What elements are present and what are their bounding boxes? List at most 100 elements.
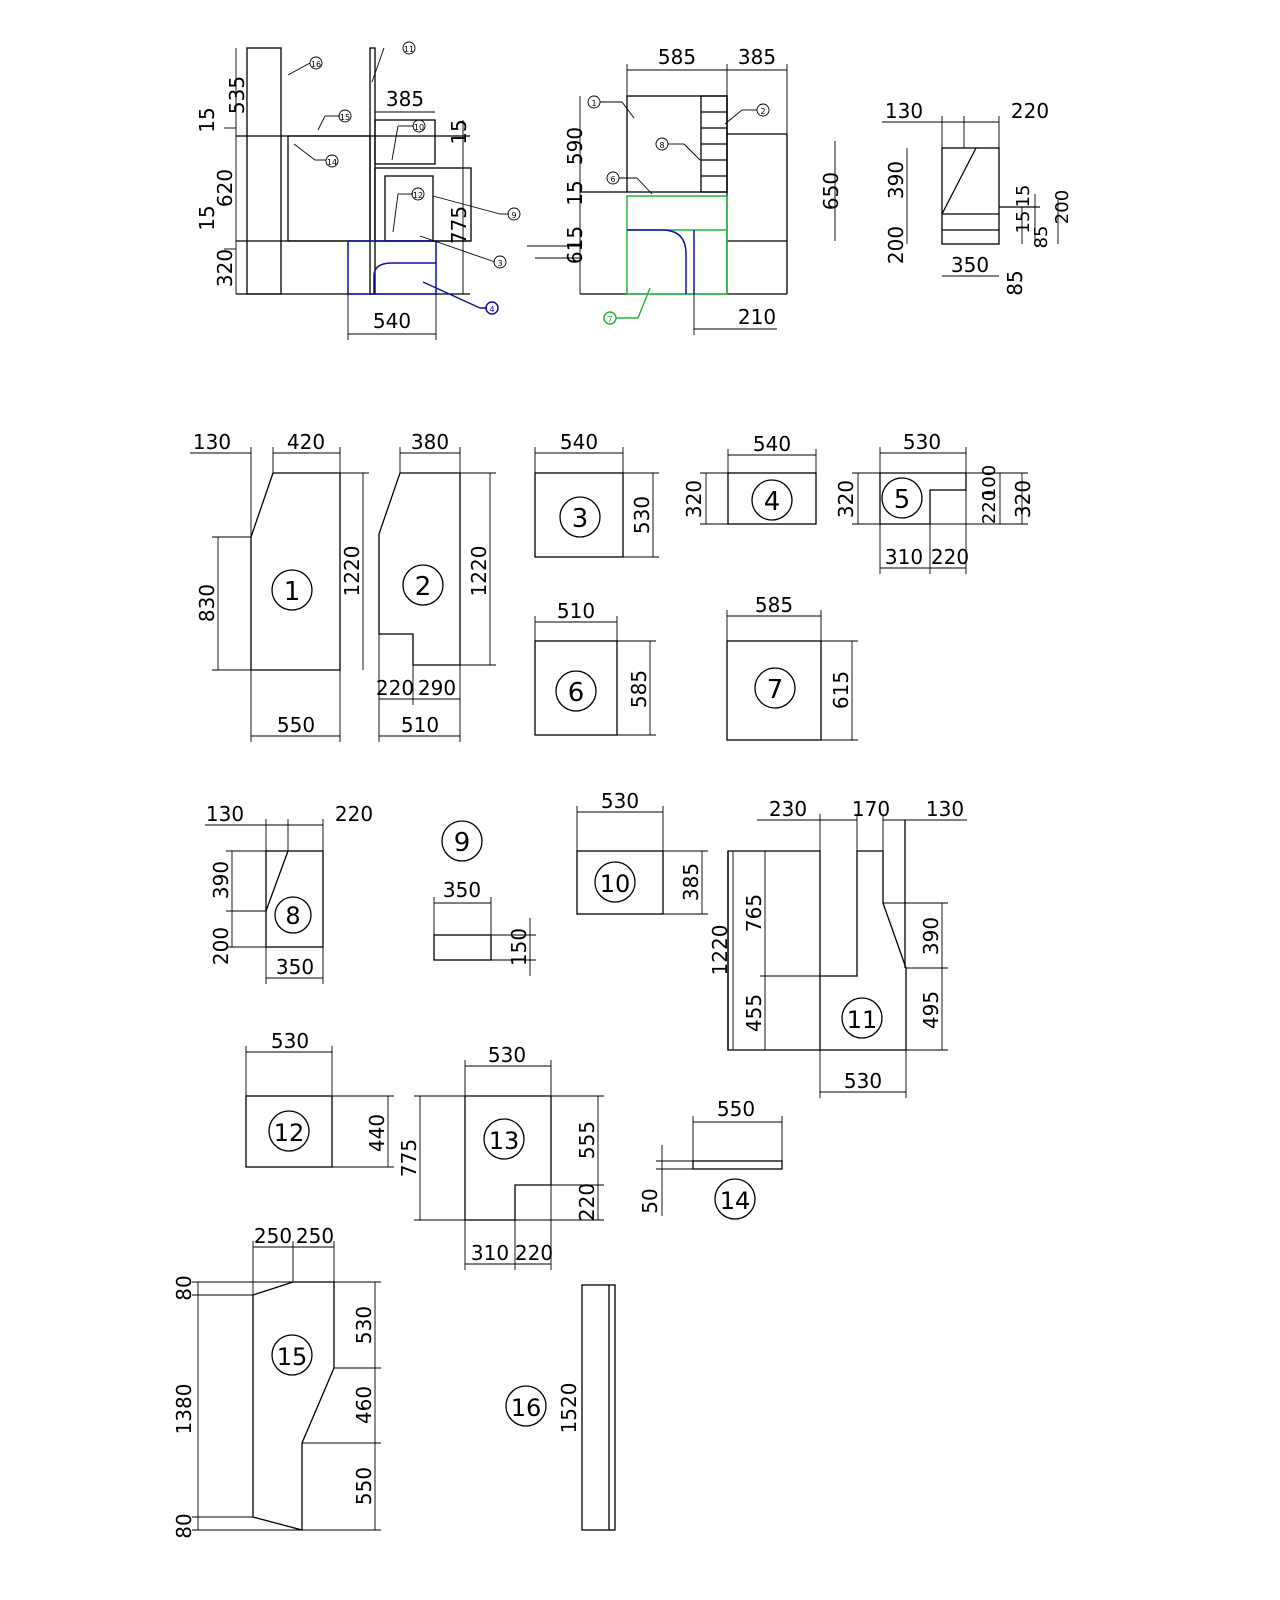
part-11-label: 11 [847, 1006, 878, 1034]
svg-text:1220: 1220 [340, 546, 364, 597]
part-6-label: 6 [568, 678, 585, 708]
dim-tm-210: 210 [738, 305, 776, 329]
part-5-label: 5 [894, 485, 911, 515]
dim-tm-585: 585 [658, 45, 696, 69]
svg-text:510: 510 [401, 713, 439, 737]
part-10-label: 10 [600, 870, 631, 898]
dim-tl-620: 620 [213, 169, 237, 207]
dim-tl-15b: 15 [195, 205, 219, 230]
svg-text:830: 830 [195, 584, 219, 622]
dim-tr-15a: 15 [1013, 185, 1034, 208]
svg-text:310: 310 [885, 545, 923, 569]
svg-text:310: 310 [471, 1241, 509, 1265]
dim-tr-200b: 200 [1052, 190, 1073, 224]
part-16: 16 1520 [505, 1284, 616, 1531]
svg-text:530: 530 [488, 1043, 526, 1067]
svg-text:775: 775 [397, 1139, 421, 1177]
svg-text:1520: 1520 [557, 1383, 581, 1434]
svg-text:7: 7 [607, 315, 612, 324]
svg-text:220: 220 [335, 802, 373, 826]
dim-tm-615: 615 [563, 226, 587, 264]
dim-tm-385: 385 [738, 45, 776, 69]
part-4: 4 540 320 [682, 432, 817, 525]
svg-text:350: 350 [276, 955, 314, 979]
svg-text:1: 1 [591, 99, 596, 108]
dim-tl-15c: 15 [447, 119, 471, 144]
svg-text:530: 530 [352, 1306, 376, 1344]
svg-text:80: 80 [172, 1275, 196, 1300]
svg-text:550: 550 [717, 1097, 755, 1121]
part-4-label: 4 [764, 487, 781, 517]
part-1-label: 1 [284, 577, 301, 607]
svg-text:390: 390 [919, 917, 943, 955]
svg-text:765: 765 [742, 894, 766, 932]
svg-text:290: 290 [418, 676, 456, 700]
svg-text:390: 390 [209, 861, 233, 899]
part-7-label: 7 [767, 675, 784, 705]
svg-text:2: 2 [760, 107, 765, 116]
dim-tl-15a: 15 [195, 107, 219, 132]
svg-text:15: 15 [340, 113, 350, 122]
svg-text:1220: 1220 [708, 925, 732, 976]
svg-text:80: 80 [172, 1513, 196, 1538]
part-1: 1 130 420 830 1220 550 [190, 430, 369, 742]
part-14: 14 550 50 [638, 1097, 783, 1220]
svg-text:150: 150 [507, 928, 531, 966]
svg-text:220: 220 [376, 676, 414, 700]
svg-text:14: 14 [327, 158, 337, 167]
svg-text:9: 9 [511, 211, 516, 220]
svg-text:530: 530 [630, 496, 654, 534]
dim-tr-390: 390 [884, 161, 908, 199]
dim-tm-590: 590 [563, 127, 587, 165]
dim-tr-130: 130 [885, 99, 923, 123]
dim-tr-85a: 85 [1003, 270, 1027, 295]
svg-text:380: 380 [411, 430, 449, 454]
svg-text:230: 230 [769, 797, 807, 821]
svg-text:130: 130 [926, 797, 964, 821]
svg-text:530: 530 [844, 1069, 882, 1093]
part-11: 11 230 170 130 1220 765 455 390 495 530 [708, 797, 967, 1098]
part-3: 3 540 530 [534, 430, 659, 558]
svg-text:540: 540 [753, 432, 791, 456]
svg-text:550: 550 [352, 1467, 376, 1505]
svg-text:530: 530 [271, 1029, 309, 1053]
dim-tl-775: 775 [447, 206, 471, 244]
svg-text:170: 170 [852, 797, 890, 821]
svg-text:8: 8 [659, 141, 664, 150]
dim-tr-85b: 85 [1031, 226, 1052, 249]
dim-tr-220: 220 [1011, 99, 1049, 123]
part-12: 12 530 440 [245, 1029, 394, 1168]
svg-text:320: 320 [682, 480, 706, 518]
svg-text:250: 250 [296, 1224, 334, 1248]
dim-tr-200: 200 [884, 226, 908, 264]
svg-text:385: 385 [679, 863, 703, 901]
dim-tl-320: 320 [213, 249, 237, 287]
part-7: 7 585 615 [726, 593, 858, 741]
svg-text:440: 440 [365, 1114, 389, 1152]
part-13: 13 530 775 555 220 310 220 [397, 1043, 604, 1270]
svg-text:555: 555 [575, 1121, 599, 1159]
part-15: 15 250 250 80 1380 530 460 550 80 [172, 1224, 381, 1539]
part-16-label: 16 [511, 1394, 542, 1422]
dim-tm-15: 15 [563, 180, 587, 205]
svg-text:130: 130 [193, 430, 231, 454]
svg-text:350: 350 [443, 878, 481, 902]
part-15-label: 15 [277, 1343, 308, 1371]
svg-text:220: 220 [979, 490, 1000, 524]
svg-text:495: 495 [919, 991, 943, 1029]
part-2-label: 2 [415, 572, 432, 602]
svg-text:530: 530 [903, 430, 941, 454]
part-12-label: 12 [274, 1119, 305, 1147]
part-13-label: 13 [489, 1127, 520, 1155]
svg-text:320: 320 [1011, 480, 1035, 518]
svg-text:460: 460 [352, 1386, 376, 1424]
dim-tr-350: 350 [951, 253, 989, 277]
part-8: 8 130 220 390 200 350 [205, 802, 373, 984]
callouts-top-left: 16 11 15 10 14 12 9 3 4 [287, 41, 521, 315]
svg-text:3: 3 [497, 259, 502, 268]
svg-text:615: 615 [829, 671, 853, 709]
svg-text:1380: 1380 [172, 1384, 196, 1435]
svg-text:550: 550 [277, 713, 315, 737]
svg-text:320: 320 [834, 480, 858, 518]
svg-text:50: 50 [638, 1188, 662, 1213]
